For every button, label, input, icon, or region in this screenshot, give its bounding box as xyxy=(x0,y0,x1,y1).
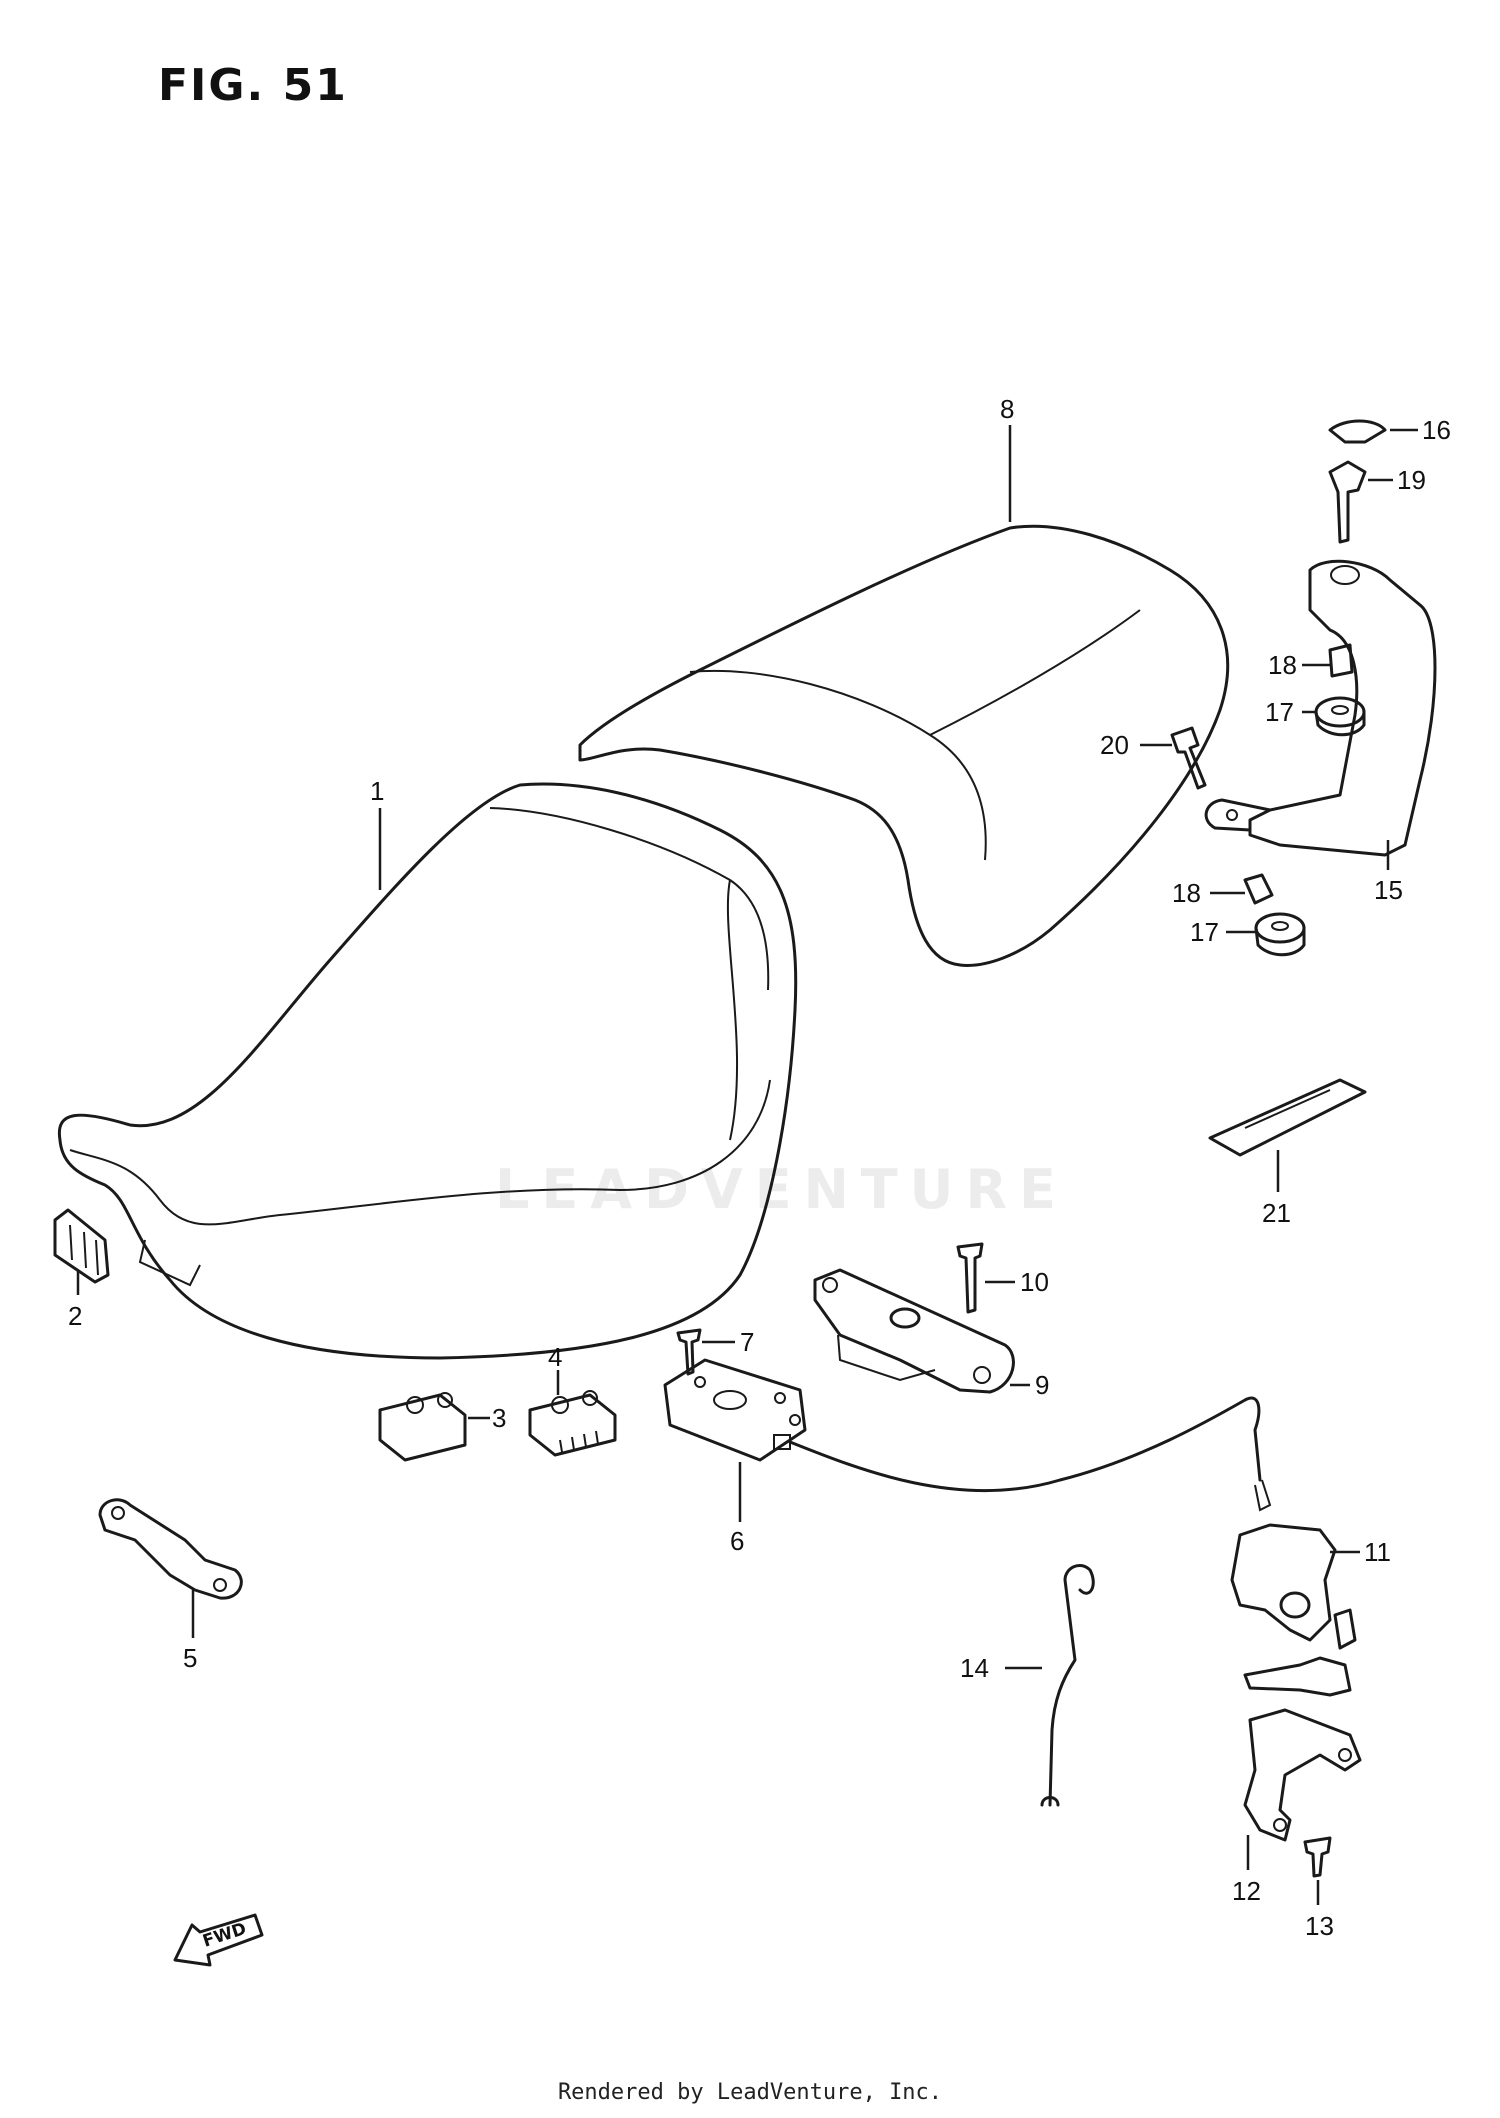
callout-16: 16 xyxy=(1422,415,1451,445)
callout-9: 9 xyxy=(1035,1370,1049,1400)
callout-2: 2 xyxy=(68,1301,82,1331)
cushion-17-upper[interactable] xyxy=(1314,696,1366,737)
seat-bracket[interactable] xyxy=(98,1498,243,1600)
callout-1: 1 xyxy=(370,776,384,806)
callout-3: 3 xyxy=(492,1403,506,1433)
grab-handle[interactable] xyxy=(1204,559,1437,857)
figure-title: FIG. 51 xyxy=(158,60,348,111)
fwd-label: FWD xyxy=(200,1919,248,1952)
seat-buffer-4[interactable] xyxy=(528,1390,617,1457)
callout-6: 6 xyxy=(730,1526,744,1556)
leader-lines xyxy=(76,425,1418,1905)
callout-17-lower: 17 xyxy=(1190,917,1219,947)
callout-8: 8 xyxy=(1000,394,1014,424)
bolt-20[interactable] xyxy=(1170,726,1207,790)
pillion-seat[interactable] xyxy=(578,524,1230,967)
screw-13[interactable] xyxy=(1303,1836,1332,1878)
collar-18-lower[interactable] xyxy=(1243,873,1274,905)
helmet-holder-wire[interactable] xyxy=(1040,1564,1095,1807)
screw-7[interactable] xyxy=(676,1328,702,1376)
parts-diagram: 1 2 3 4 5 6 7 8 9 10 11 12 13 14 15 16 1… xyxy=(53,394,1451,1967)
callout-21: 21 xyxy=(1262,1198,1291,1228)
footer-credit: Rendered by LeadVenture, Inc. xyxy=(557,2080,943,2105)
bolt-19[interactable] xyxy=(1328,460,1367,544)
callout-11: 11 xyxy=(1364,1537,1391,1567)
forward-arrow-icon: FWD xyxy=(173,1913,264,1967)
callout-5: 5 xyxy=(183,1643,197,1673)
callout-18-lower: 18 xyxy=(1172,878,1201,908)
lock-bracket[interactable] xyxy=(1243,1708,1362,1842)
rider-seat[interactable] xyxy=(57,782,798,1360)
cap-16[interactable] xyxy=(1328,419,1387,444)
seat-lock[interactable] xyxy=(1230,1523,1357,1697)
callout-17-upper: 17 xyxy=(1265,697,1294,727)
callout-20: 20 xyxy=(1100,730,1129,760)
callout-15: 15 xyxy=(1374,875,1403,905)
callout-10: 10 xyxy=(1020,1267,1049,1297)
screw-10[interactable] xyxy=(956,1242,984,1314)
callout-numbers: 1 2 3 4 5 6 7 8 9 10 11 12 13 14 15 16 1… xyxy=(68,394,1451,1941)
seat-lock-cable[interactable] xyxy=(663,1358,1272,1512)
callout-19: 19 xyxy=(1397,465,1426,495)
seat-buffer-3[interactable] xyxy=(378,1392,467,1462)
seat-latch[interactable] xyxy=(813,1268,1015,1394)
collar-18-upper[interactable] xyxy=(1328,643,1354,678)
callout-18-upper: 18 xyxy=(1268,650,1297,680)
cushion-17-lower[interactable] xyxy=(1254,912,1306,957)
seat-clip[interactable] xyxy=(53,1208,110,1284)
callout-14: 14 xyxy=(960,1653,989,1683)
callout-7: 7 xyxy=(740,1327,754,1357)
callout-12: 12 xyxy=(1232,1876,1261,1906)
callout-4: 4 xyxy=(548,1342,562,1372)
tool-tray[interactable] xyxy=(1208,1078,1367,1157)
callout-13: 13 xyxy=(1305,1911,1334,1941)
